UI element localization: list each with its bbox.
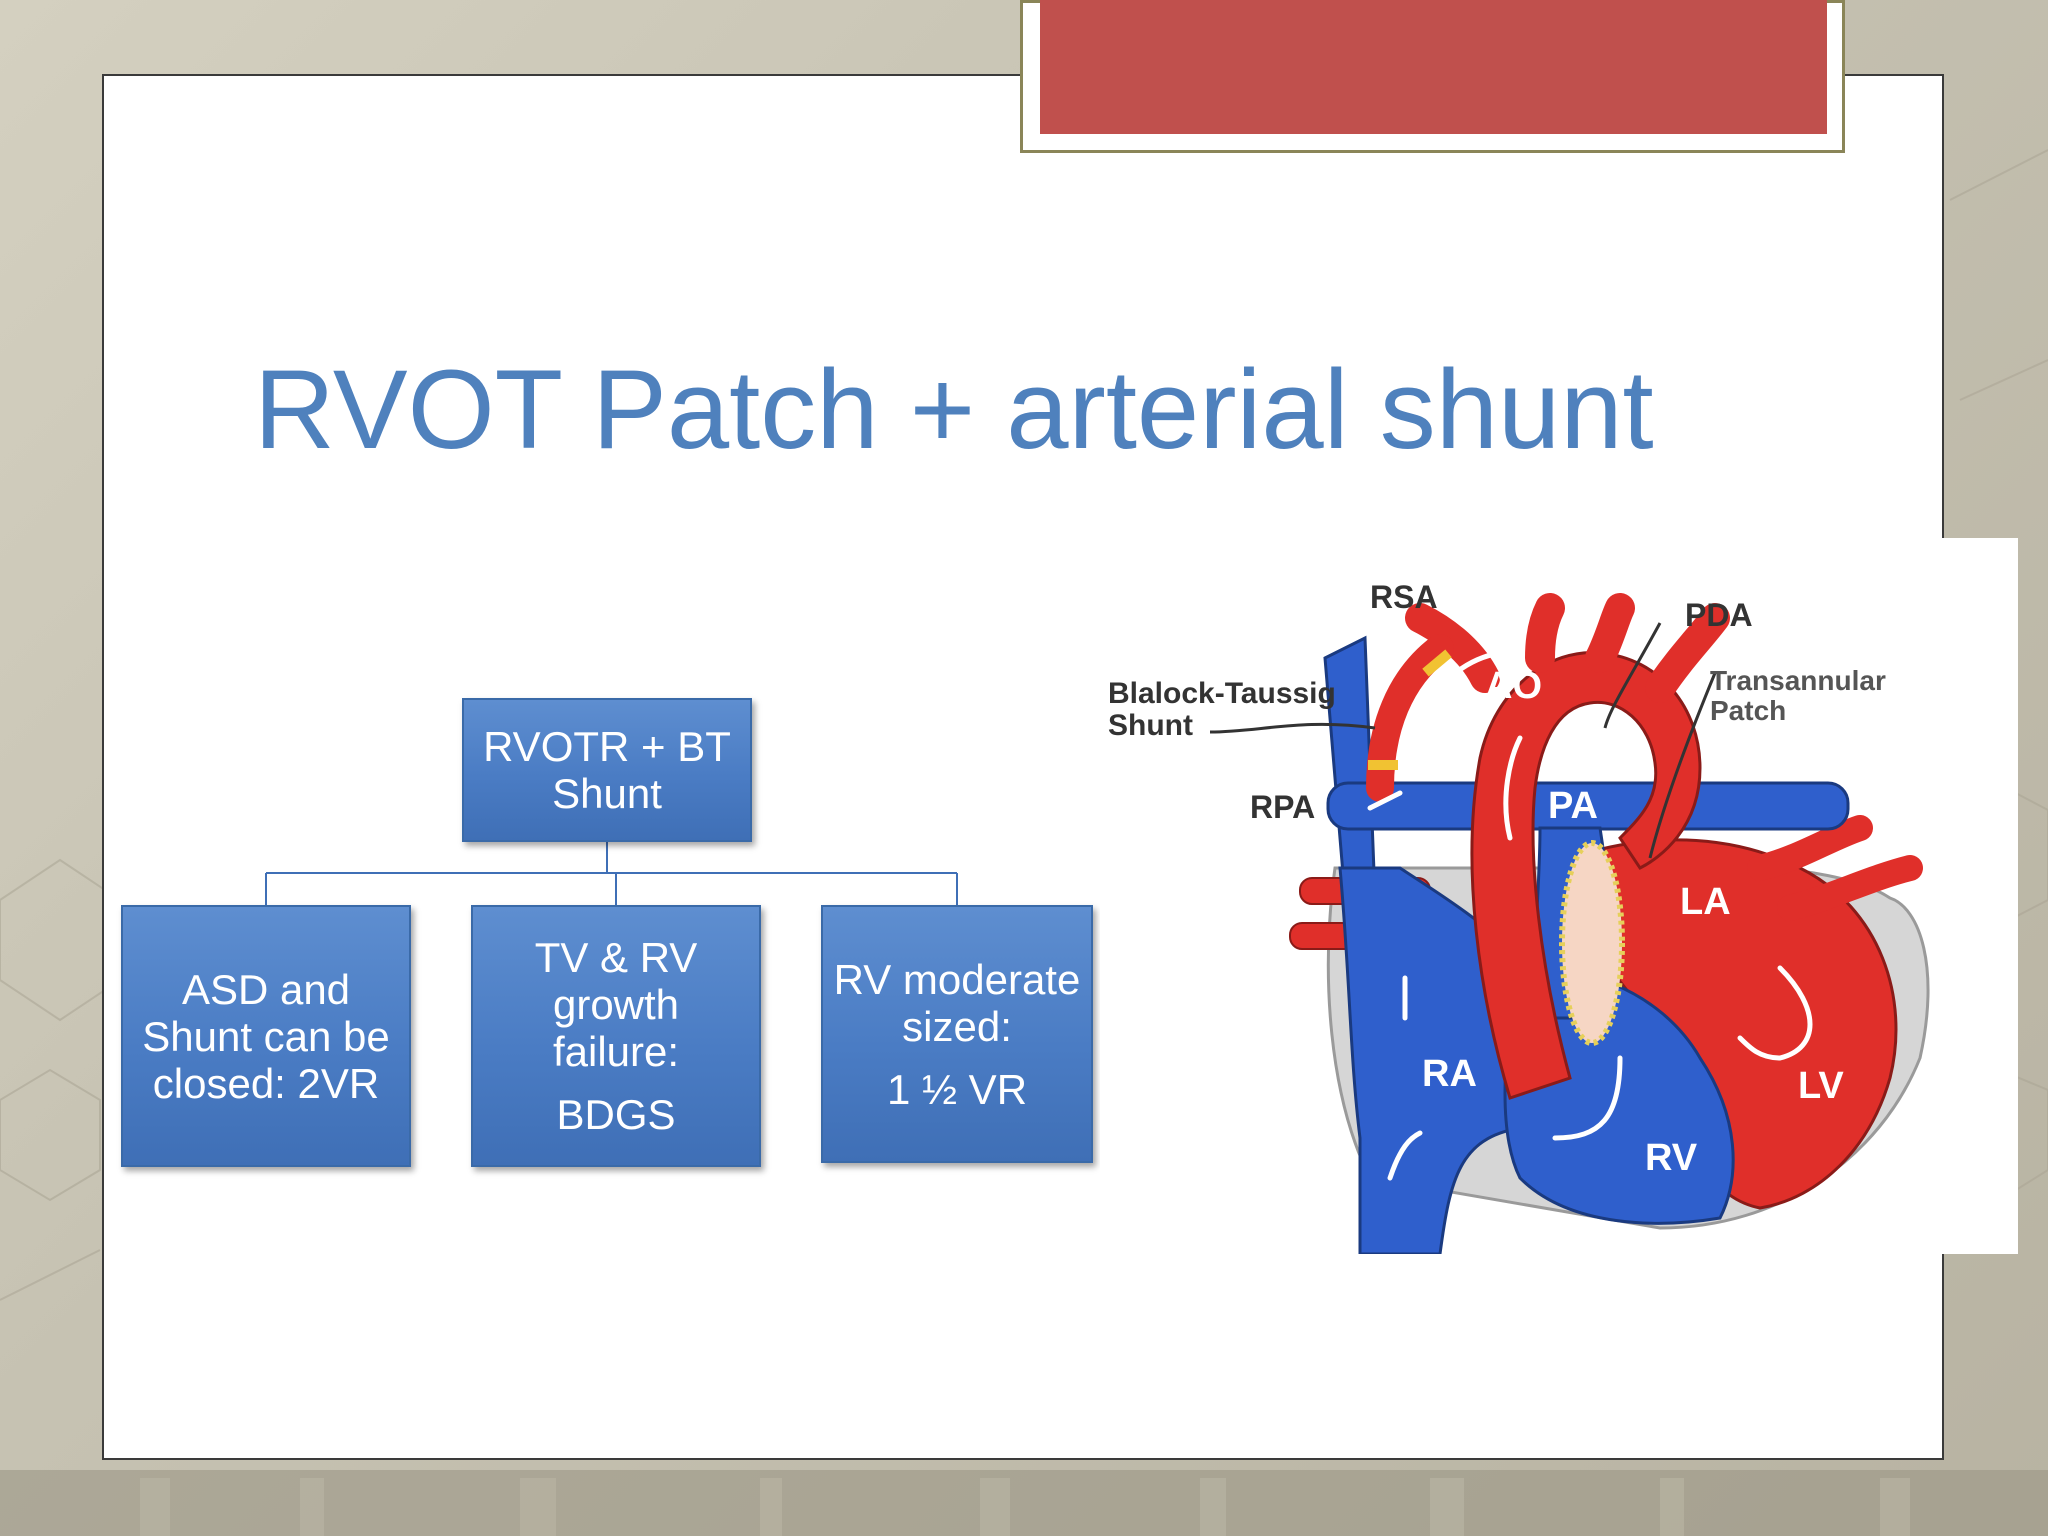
aorta	[1470, 651, 1702, 1100]
label-transannular-patch: Patch	[1710, 695, 1786, 726]
org-child-extra: BDGS	[556, 1091, 676, 1138]
label-pa: PA	[1548, 785, 1598, 827]
title-accent-bar	[1040, 0, 1827, 134]
org-child-line: growth	[552, 981, 680, 1028]
pda-vessel	[1645, 603, 1730, 703]
flow-arrow	[1737, 965, 1813, 1061]
org-child-box-1-5vr: RV moderate sized: 1 ½ VR	[821, 905, 1093, 1163]
leader-line	[1603, 622, 1662, 729]
label-pda: PDA	[1685, 597, 1753, 633]
flow-arrow	[1552, 1055, 1623, 1141]
slide-title: RVOT Patch + arterial shunt	[254, 347, 1654, 472]
label-rsa: RSA	[1370, 579, 1438, 615]
org-child-box-bdgs: TV & RV growth failure: BDGS	[471, 905, 761, 1167]
org-child-line: ASD and	[181, 965, 351, 1013]
org-child-line: sized:	[902, 1002, 1012, 1050]
pulmonary-vein	[1777, 855, 1923, 921]
aortic-branch	[1405, 603, 1500, 693]
heart-diagram: RSA PDA Blalock-Taussig Shunt Transannul…	[1100, 538, 2018, 1254]
label-ra: RA	[1422, 1053, 1477, 1095]
right-ventricle	[1503, 970, 1735, 1225]
org-child-line: closed: 2VR	[152, 1059, 380, 1107]
org-root-box: RVOTR + BT Shunt	[462, 698, 752, 842]
flow-arrow	[1367, 790, 1403, 811]
label-bt-shunt: Shunt	[1108, 709, 1193, 742]
leader-line	[1209, 722, 1376, 734]
aortic-branch	[1525, 593, 1565, 673]
label-lv: LV	[1798, 1065, 1844, 1107]
org-child-line: Shunt can be	[142, 1012, 390, 1060]
label-la: LA	[1680, 881, 1731, 923]
org-child-box-2vr: ASD and Shunt can be closed: 2VR	[121, 905, 411, 1167]
flow-arrow	[1417, 650, 1503, 721]
pulmonary-vein	[1747, 815, 1873, 881]
shunt-band	[1422, 649, 1452, 677]
label-bt-shunt: Blalock-Taussig	[1108, 677, 1336, 710]
aortic-branch	[1585, 593, 1635, 673]
shunt-band	[1368, 760, 1398, 770]
flow-arrow	[1387, 1130, 1423, 1181]
label-rpa: RPA	[1250, 789, 1315, 825]
org-child-line: TV & RV	[534, 934, 698, 981]
label-transannular-patch: Transannular	[1710, 665, 1886, 696]
label-rv: RV	[1645, 1137, 1698, 1179]
org-child-extra: 1 ½ VR	[886, 1065, 1028, 1113]
transannular-patch	[1559, 840, 1625, 1046]
org-root-line: RVOTR + BT	[483, 723, 731, 770]
heart-illustration: RSA PDA Blalock-Taussig Shunt Transannul…	[1108, 579, 1930, 1254]
label-ao: AO	[1485, 665, 1542, 707]
leader-line	[1648, 672, 1717, 859]
flow-arrow	[1503, 735, 1523, 841]
org-root-line: Shunt	[552, 770, 662, 817]
org-child-line: failure:	[552, 1028, 680, 1075]
org-child-line: RV moderate	[833, 955, 1081, 1003]
